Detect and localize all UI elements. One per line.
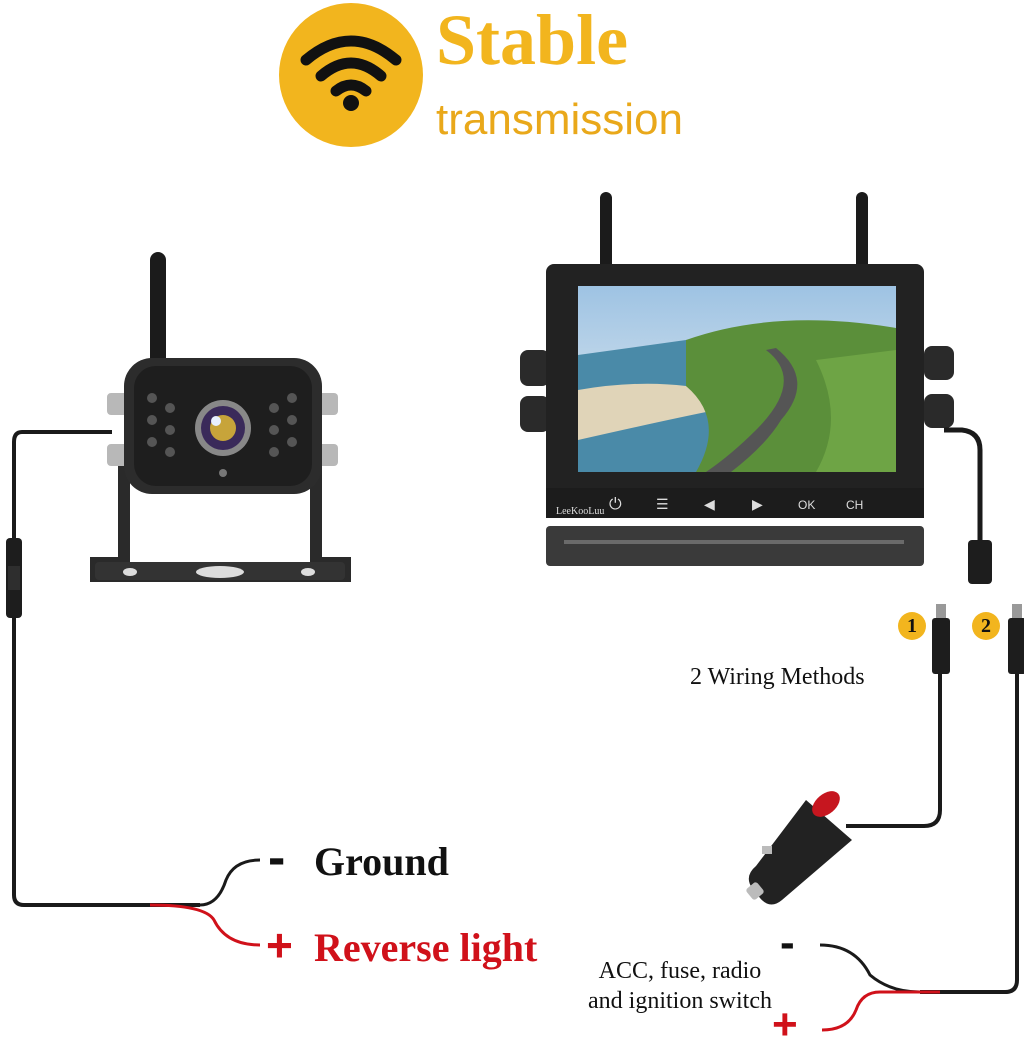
- monitor-icon: [520, 192, 954, 566]
- header-title: Stable: [436, 0, 629, 80]
- method-1-badge: 1: [898, 612, 926, 640]
- backup-camera-icon: [90, 252, 351, 582]
- header-subtitle: transmission: [436, 95, 683, 144]
- monitor-ch-button[interactable]: CH: [846, 498, 864, 512]
- wifi-icon: [279, 3, 423, 147]
- ground-sign: -: [268, 829, 286, 887]
- ground-label: Ground: [314, 839, 449, 884]
- positive-sign: +: [266, 919, 293, 971]
- monitor-brand: LeeKooLuu: [556, 506, 605, 517]
- monitor-left-button[interactable]: ◀: [704, 496, 715, 512]
- method-2-badge: 2: [972, 612, 1000, 640]
- monitor-menu-button[interactable]: ☰: [656, 496, 669, 512]
- acc-label-line2: and ignition switch: [588, 988, 772, 1014]
- acc-plus-sign: +: [772, 1000, 798, 1049]
- monitor-ok-button[interactable]: OK: [798, 498, 816, 512]
- monitor-power-button[interactable]: ⏻: [609, 496, 622, 513]
- wiring-methods-label: 2 Wiring Methods: [690, 664, 865, 690]
- acc-label-line1: ACC, fuse, radio: [598, 958, 762, 984]
- acc-label: ACC, fuse, radio and ignition switch: [588, 956, 772, 1016]
- cigarette-plug-icon: [746, 791, 852, 905]
- reverse-light-label: Reverse light: [314, 925, 538, 970]
- monitor-right-button[interactable]: ▶: [752, 496, 763, 512]
- acc-minus-sign: -: [780, 918, 795, 967]
